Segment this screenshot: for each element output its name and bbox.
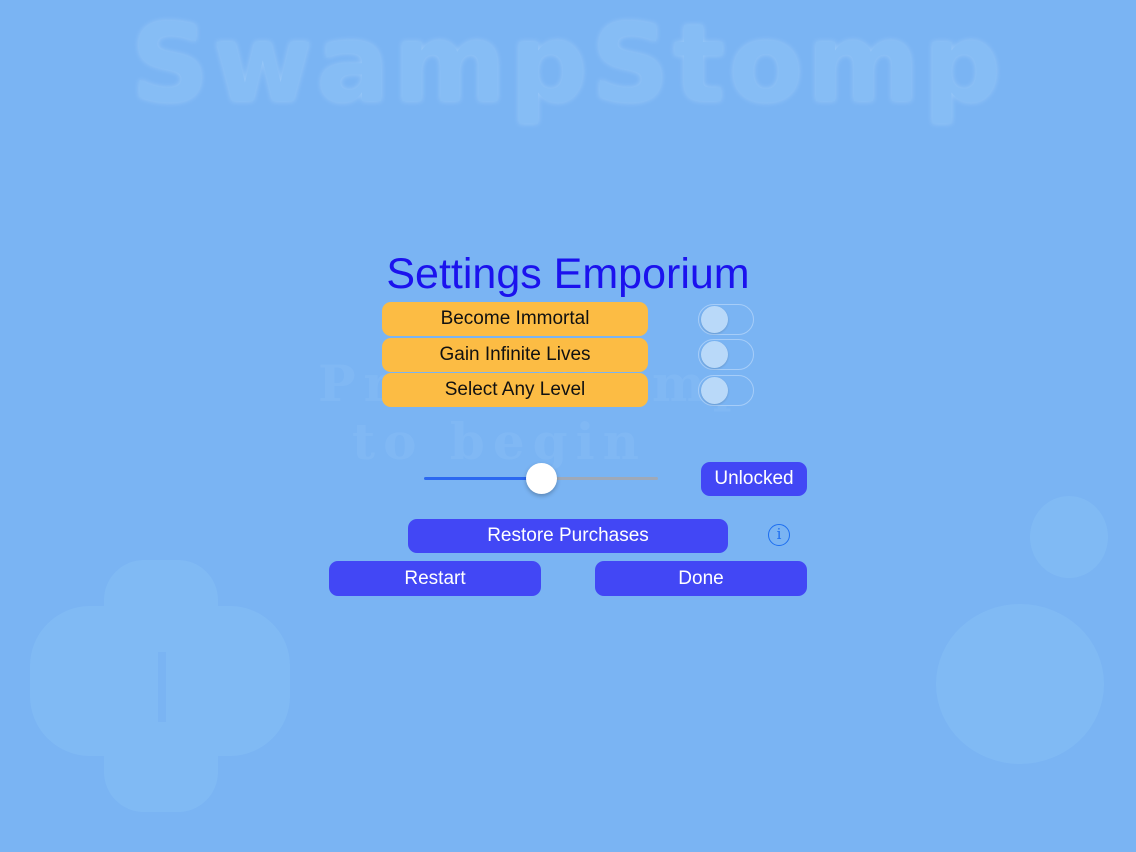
toggle-knob xyxy=(701,341,728,368)
toggle-knob xyxy=(701,377,728,404)
become-immortal-button[interactable]: Become Immortal xyxy=(382,302,648,336)
restore-purchases-button[interactable]: Restore Purchases xyxy=(408,519,728,553)
gain-infinite-lives-toggle[interactable] xyxy=(698,339,754,370)
background-dpad-down xyxy=(104,722,218,812)
become-immortal-toggle[interactable] xyxy=(698,304,754,335)
select-any-level-toggle[interactable] xyxy=(698,375,754,406)
restart-button[interactable]: Restart xyxy=(329,561,541,596)
level-slider-fill xyxy=(424,477,542,480)
info-icon[interactable]: i xyxy=(768,524,790,546)
level-slider-thumb[interactable] xyxy=(526,463,557,494)
gain-infinite-lives-button[interactable]: Gain Infinite Lives xyxy=(382,338,648,372)
background-prompt-line2: to begin xyxy=(352,412,647,471)
background-gear-shape xyxy=(1030,496,1108,578)
background-stomp-circle xyxy=(936,604,1104,764)
done-button[interactable]: Done xyxy=(595,561,807,596)
settings-title: Settings Emporium xyxy=(386,250,750,298)
unlocked-button[interactable]: Unlocked xyxy=(701,462,807,496)
select-any-level-button[interactable]: Select Any Level xyxy=(382,373,648,407)
level-slider-track[interactable] xyxy=(542,477,658,480)
toggle-knob xyxy=(701,306,728,333)
background-game-title: SwampStomp xyxy=(131,2,1005,127)
